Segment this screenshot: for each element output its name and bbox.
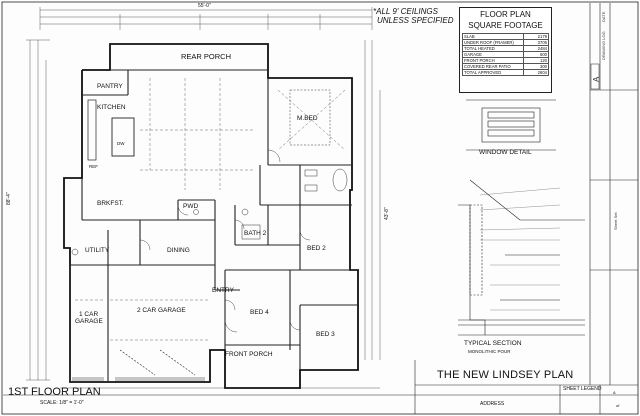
sheet-set-label: Sheet Set xyxy=(613,212,618,230)
window-detail-drawing xyxy=(466,99,556,151)
room-bed-3: BED 3 xyxy=(316,331,335,338)
room-dining: DINING xyxy=(167,247,190,254)
label-dw: DW xyxy=(117,141,125,146)
floor-plan-title: 1ST FLOOR PLAN xyxy=(8,386,101,398)
sheet-of-label: of xyxy=(616,403,620,408)
sqft-label: TOTAL APPROVED xyxy=(462,69,524,76)
floor-plan-scale: SCALE: 1/8" = 1'-0" xyxy=(40,400,84,406)
room-breakfast: BRKFST. xyxy=(97,200,124,207)
sqft-value: 2604 xyxy=(523,69,549,76)
room-kitchen: KITCHEN xyxy=(97,104,126,111)
sheet-legend-label: SHEET LEGEND xyxy=(563,386,602,392)
drawing-log-date-label: DATE xyxy=(601,11,606,22)
left-overall-dimension: 88'-4" xyxy=(6,192,12,205)
label-ref: REF xyxy=(89,164,98,169)
room-1-car-garage-line-2: GARAGE xyxy=(75,318,103,325)
room-bed-4: BED 4 xyxy=(250,309,269,316)
sqft-title-1: FLOOR PLAN xyxy=(480,10,531,19)
room-2-car-garage: 2 CAR GARAGE xyxy=(137,307,186,314)
ceiling-note-line-2: UNLESS SPECIFIED xyxy=(377,16,454,25)
right-overall-dimension: 43'-8" xyxy=(384,207,390,220)
room-master-bed: M.BED xyxy=(297,115,318,122)
window-detail-label: WINDOW DETAIL xyxy=(479,149,532,156)
room-utility: UTILITY xyxy=(85,247,110,254)
sheet-number: A xyxy=(613,390,616,395)
address-label: ADDRESS xyxy=(480,401,505,407)
plan-title: THE NEW LINDSEY PLAN xyxy=(437,369,574,381)
room-front-porch: FRONT PORCH xyxy=(225,351,273,358)
room-bed-2: BED 2 xyxy=(307,245,326,252)
drawing-log-label: DRAWING LOG xyxy=(601,31,606,60)
typical-section-label: TYPICAL SECTION xyxy=(464,340,522,347)
sqft-title-2: SQUARE FOOTAGE xyxy=(468,21,543,30)
room-1-car-garage-line-1: 1 CAR xyxy=(79,311,99,318)
room-powder: PWD xyxy=(183,203,199,210)
ceiling-note-line-1: *ALL 9' CEILINGS xyxy=(373,7,438,16)
top-overall-dimension: 55'-0" xyxy=(198,3,211,9)
room-entry: ENTRY xyxy=(212,287,234,294)
typical-section-drawing xyxy=(458,179,585,336)
room-pantry: PANTRY xyxy=(97,83,123,90)
typical-section-subtitle: MONOLITHIC POUR xyxy=(468,349,511,354)
drawing-log-sheet-letter: A xyxy=(592,76,601,82)
room-bath-2: BATH 2 xyxy=(244,230,267,237)
room-rear-porch: REAR PORCH xyxy=(181,52,232,61)
